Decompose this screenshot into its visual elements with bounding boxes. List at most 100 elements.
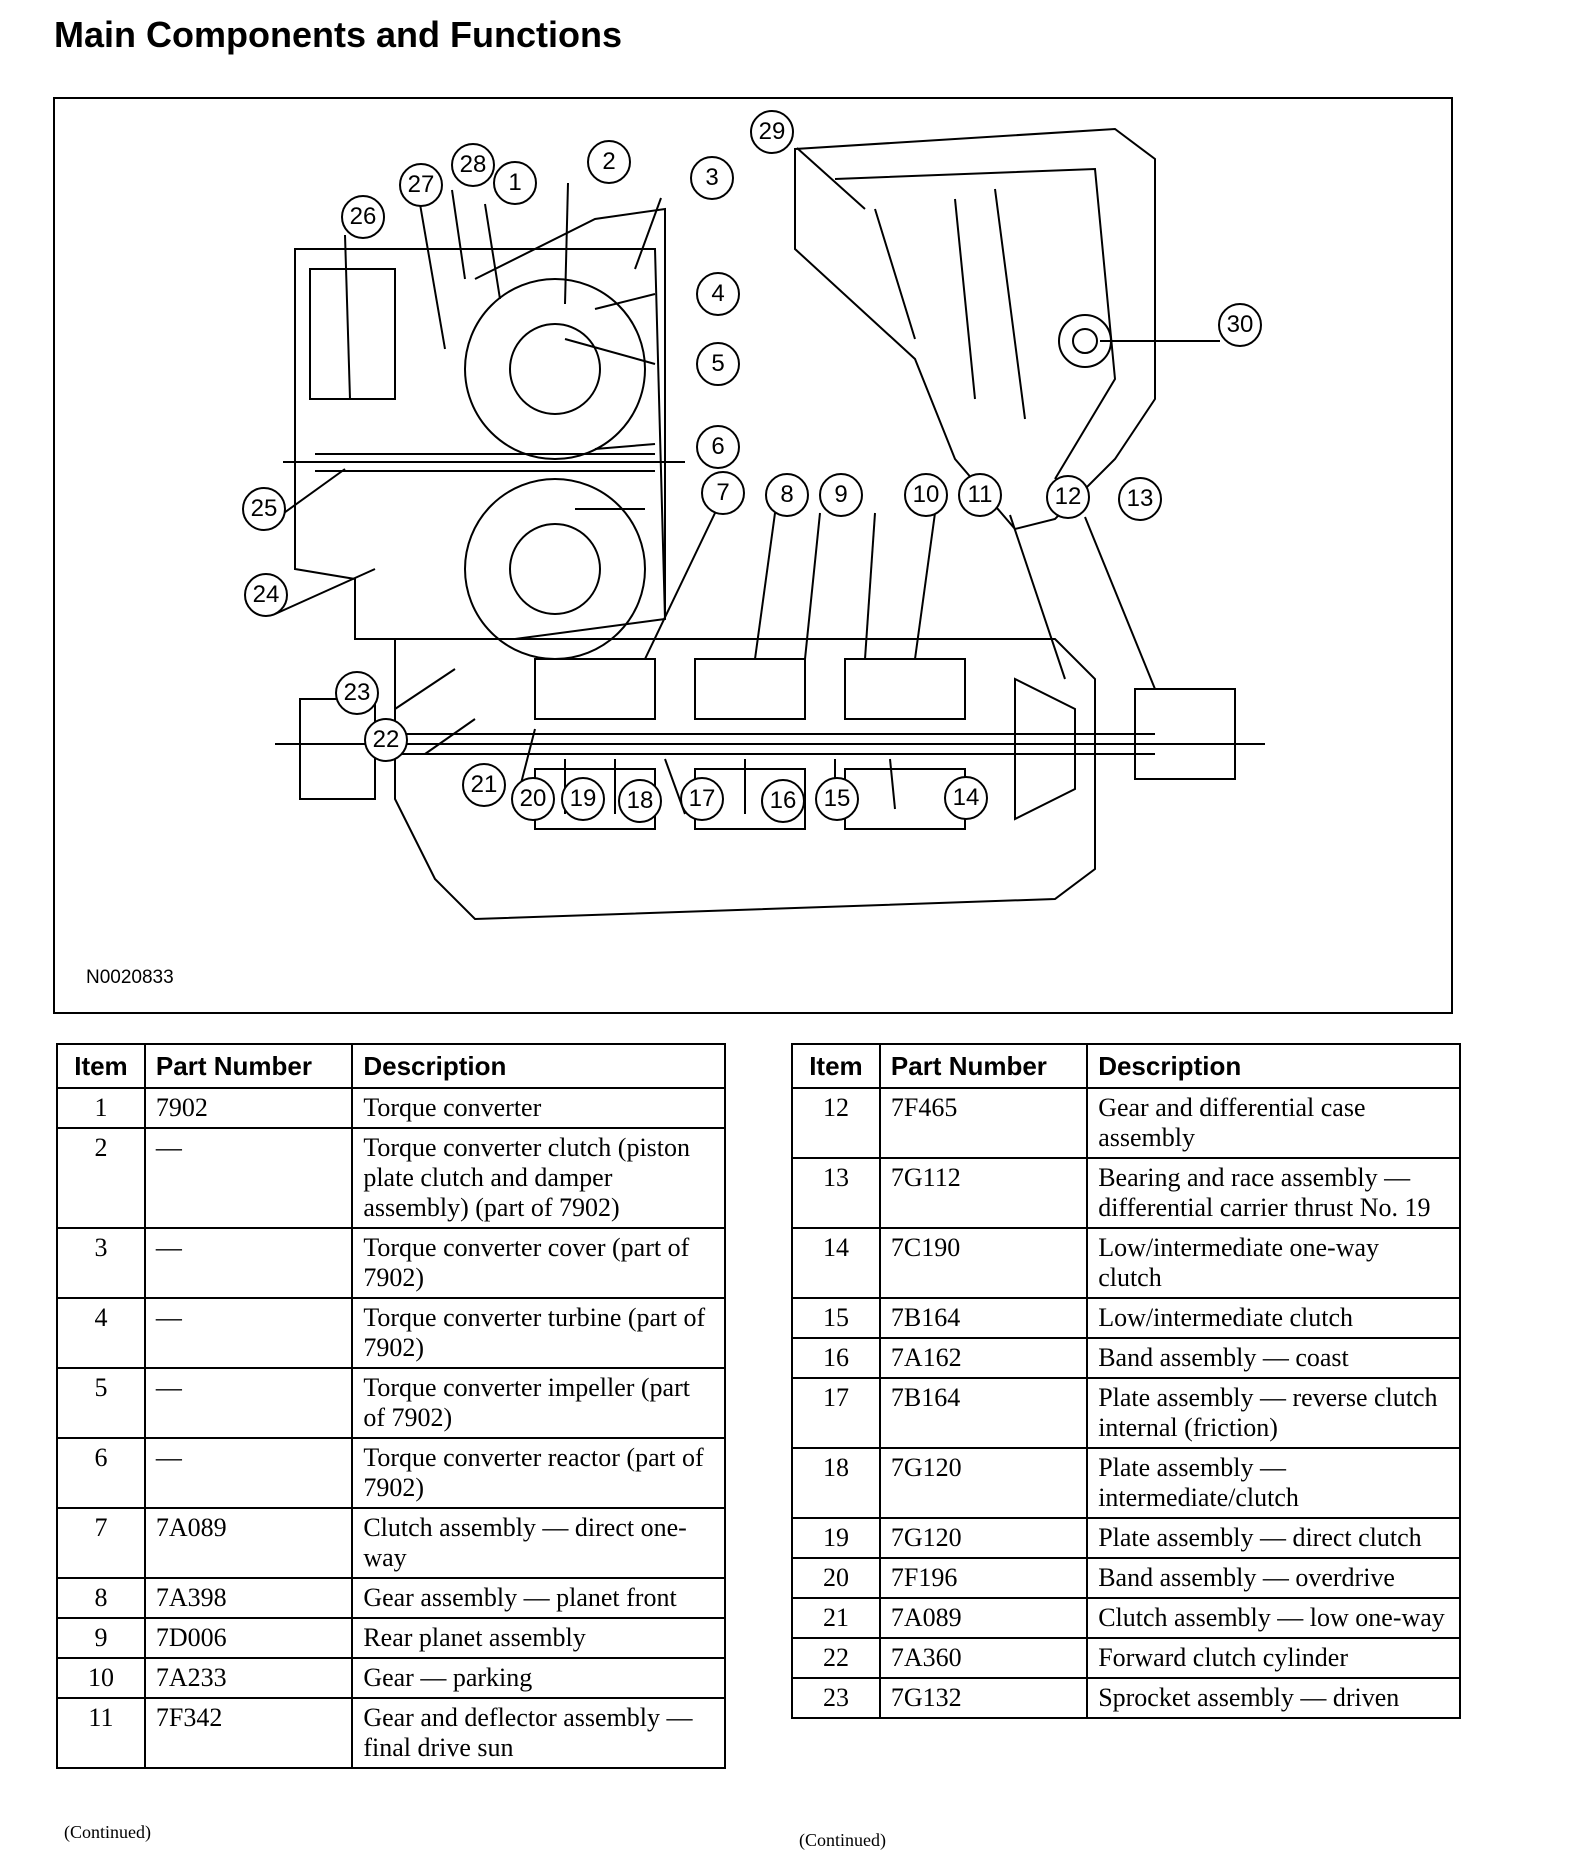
callout-19: 19 <box>561 777 605 821</box>
cell-item: 11 <box>56 1697 146 1769</box>
figure-id: N0020833 <box>86 967 174 988</box>
cell-description: Low/intermediate one-way clutch <box>1086 1227 1461 1299</box>
callout-25: 25 <box>242 487 286 531</box>
callout-5: 5 <box>696 342 740 386</box>
callout-1: 1 <box>493 161 537 205</box>
cell-part-number: 7A233 <box>143 1657 354 1699</box>
table-header-row: Item Part Number Description <box>791 1043 1461 1089</box>
callout-22: 22 <box>364 718 408 762</box>
cell-item: 1 <box>56 1087 146 1129</box>
callout-12: 12 <box>1046 475 1090 519</box>
cell-part-number: — <box>143 1367 354 1439</box>
cell-part-number: 7A360 <box>878 1637 1089 1679</box>
page-title: Main Components and Functions <box>54 14 622 55</box>
cell-part-number: 7A089 <box>878 1597 1089 1639</box>
callout-2: 2 <box>587 140 631 184</box>
cell-description: Low/intermediate clutch <box>1086 1297 1461 1339</box>
cell-part-number: — <box>143 1297 354 1369</box>
cell-description: Gear — parking <box>351 1657 726 1699</box>
cell-part-number: 7F465 <box>878 1087 1089 1159</box>
cell-part-number: 7902 <box>143 1087 354 1129</box>
header-item: Item <box>791 1043 881 1089</box>
cell-description: Gear and differential case assembly <box>1086 1087 1461 1159</box>
callout-15: 15 <box>815 777 859 821</box>
callout-14: 14 <box>944 776 988 820</box>
cell-part-number: 7F342 <box>143 1697 354 1769</box>
cell-description: Torque converter <box>351 1087 726 1129</box>
cell-description: Gear and deflector assembly — final driv… <box>351 1697 726 1769</box>
cell-part-number: 7D006 <box>143 1617 354 1659</box>
table-row: 4—Torque converter turbine (part of 7902… <box>56 1297 726 1369</box>
cell-item: 7 <box>56 1507 146 1579</box>
continued-note-right: (Continued) <box>799 1830 886 1850</box>
cell-item: 12 <box>791 1087 881 1159</box>
table-row: 2—Torque converter clutch (piston plate … <box>56 1127 726 1229</box>
cell-item: 19 <box>791 1517 881 1559</box>
callout-11: 11 <box>958 473 1002 517</box>
callout-24: 24 <box>244 573 288 617</box>
callout-3: 3 <box>690 156 734 200</box>
callout-17: 17 <box>680 777 724 821</box>
cell-item: 9 <box>56 1617 146 1659</box>
cell-item: 15 <box>791 1297 881 1339</box>
cell-part-number: 7F196 <box>878 1557 1089 1599</box>
callout-9: 9 <box>819 473 863 517</box>
callout-6: 6 <box>696 425 740 469</box>
cell-description: Torque converter cover (part of 7902) <box>351 1227 726 1299</box>
cell-item: 16 <box>791 1337 881 1379</box>
cell-description: Plate assembly — direct clutch <box>1086 1517 1461 1559</box>
cell-item: 23 <box>791 1677 881 1719</box>
callout-27: 27 <box>399 163 443 207</box>
cell-description: Band assembly — overdrive <box>1086 1557 1461 1599</box>
callout-13: 13 <box>1118 477 1162 521</box>
cell-description: Band assembly — coast <box>1086 1337 1461 1379</box>
cell-description: Clutch assembly — direct one-way <box>351 1507 726 1579</box>
callout-10: 10 <box>904 473 948 517</box>
callout-23: 23 <box>335 671 379 715</box>
cell-description: Gear assembly — planet front <box>351 1577 726 1619</box>
cell-part-number: — <box>143 1227 354 1299</box>
header-part-number: Part Number <box>143 1043 354 1089</box>
table-row: 6—Torque converter reactor (part of 7902… <box>56 1437 726 1509</box>
callout-7: 7 <box>701 471 745 515</box>
cell-description: Sprocket assembly — driven <box>1086 1677 1461 1719</box>
cell-item: 21 <box>791 1597 881 1639</box>
cell-description: Bearing and race assembly — differential… <box>1086 1157 1461 1229</box>
cell-part-number: 7G120 <box>878 1447 1089 1519</box>
cell-description: Torque converter turbine (part of 7902) <box>351 1297 726 1369</box>
cell-item: 13 <box>791 1157 881 1229</box>
cell-part-number: 7G120 <box>878 1517 1089 1559</box>
cell-item: 8 <box>56 1577 146 1619</box>
cell-item: 18 <box>791 1447 881 1519</box>
callout-28: 28 <box>451 143 495 187</box>
exploded-diagram: 1 2 3 4 5 6 7 8 9 10 11 12 13 14 15 16 1… <box>53 97 1453 1014</box>
cell-part-number: 7C190 <box>878 1227 1089 1299</box>
continued-note-left: (Continued) <box>64 1822 151 1842</box>
transmission-drawing <box>269 127 1265 921</box>
header-description: Description <box>351 1043 726 1089</box>
header-description: Description <box>1086 1043 1461 1089</box>
cell-item: 6 <box>56 1437 146 1509</box>
cell-item: 14 <box>791 1227 881 1299</box>
cell-part-number: — <box>143 1437 354 1509</box>
cell-item: 17 <box>791 1377 881 1449</box>
header-item: Item <box>56 1043 146 1089</box>
callout-29: 29 <box>750 110 794 154</box>
cell-item: 20 <box>791 1557 881 1599</box>
cell-part-number: 7B164 <box>878 1297 1089 1339</box>
